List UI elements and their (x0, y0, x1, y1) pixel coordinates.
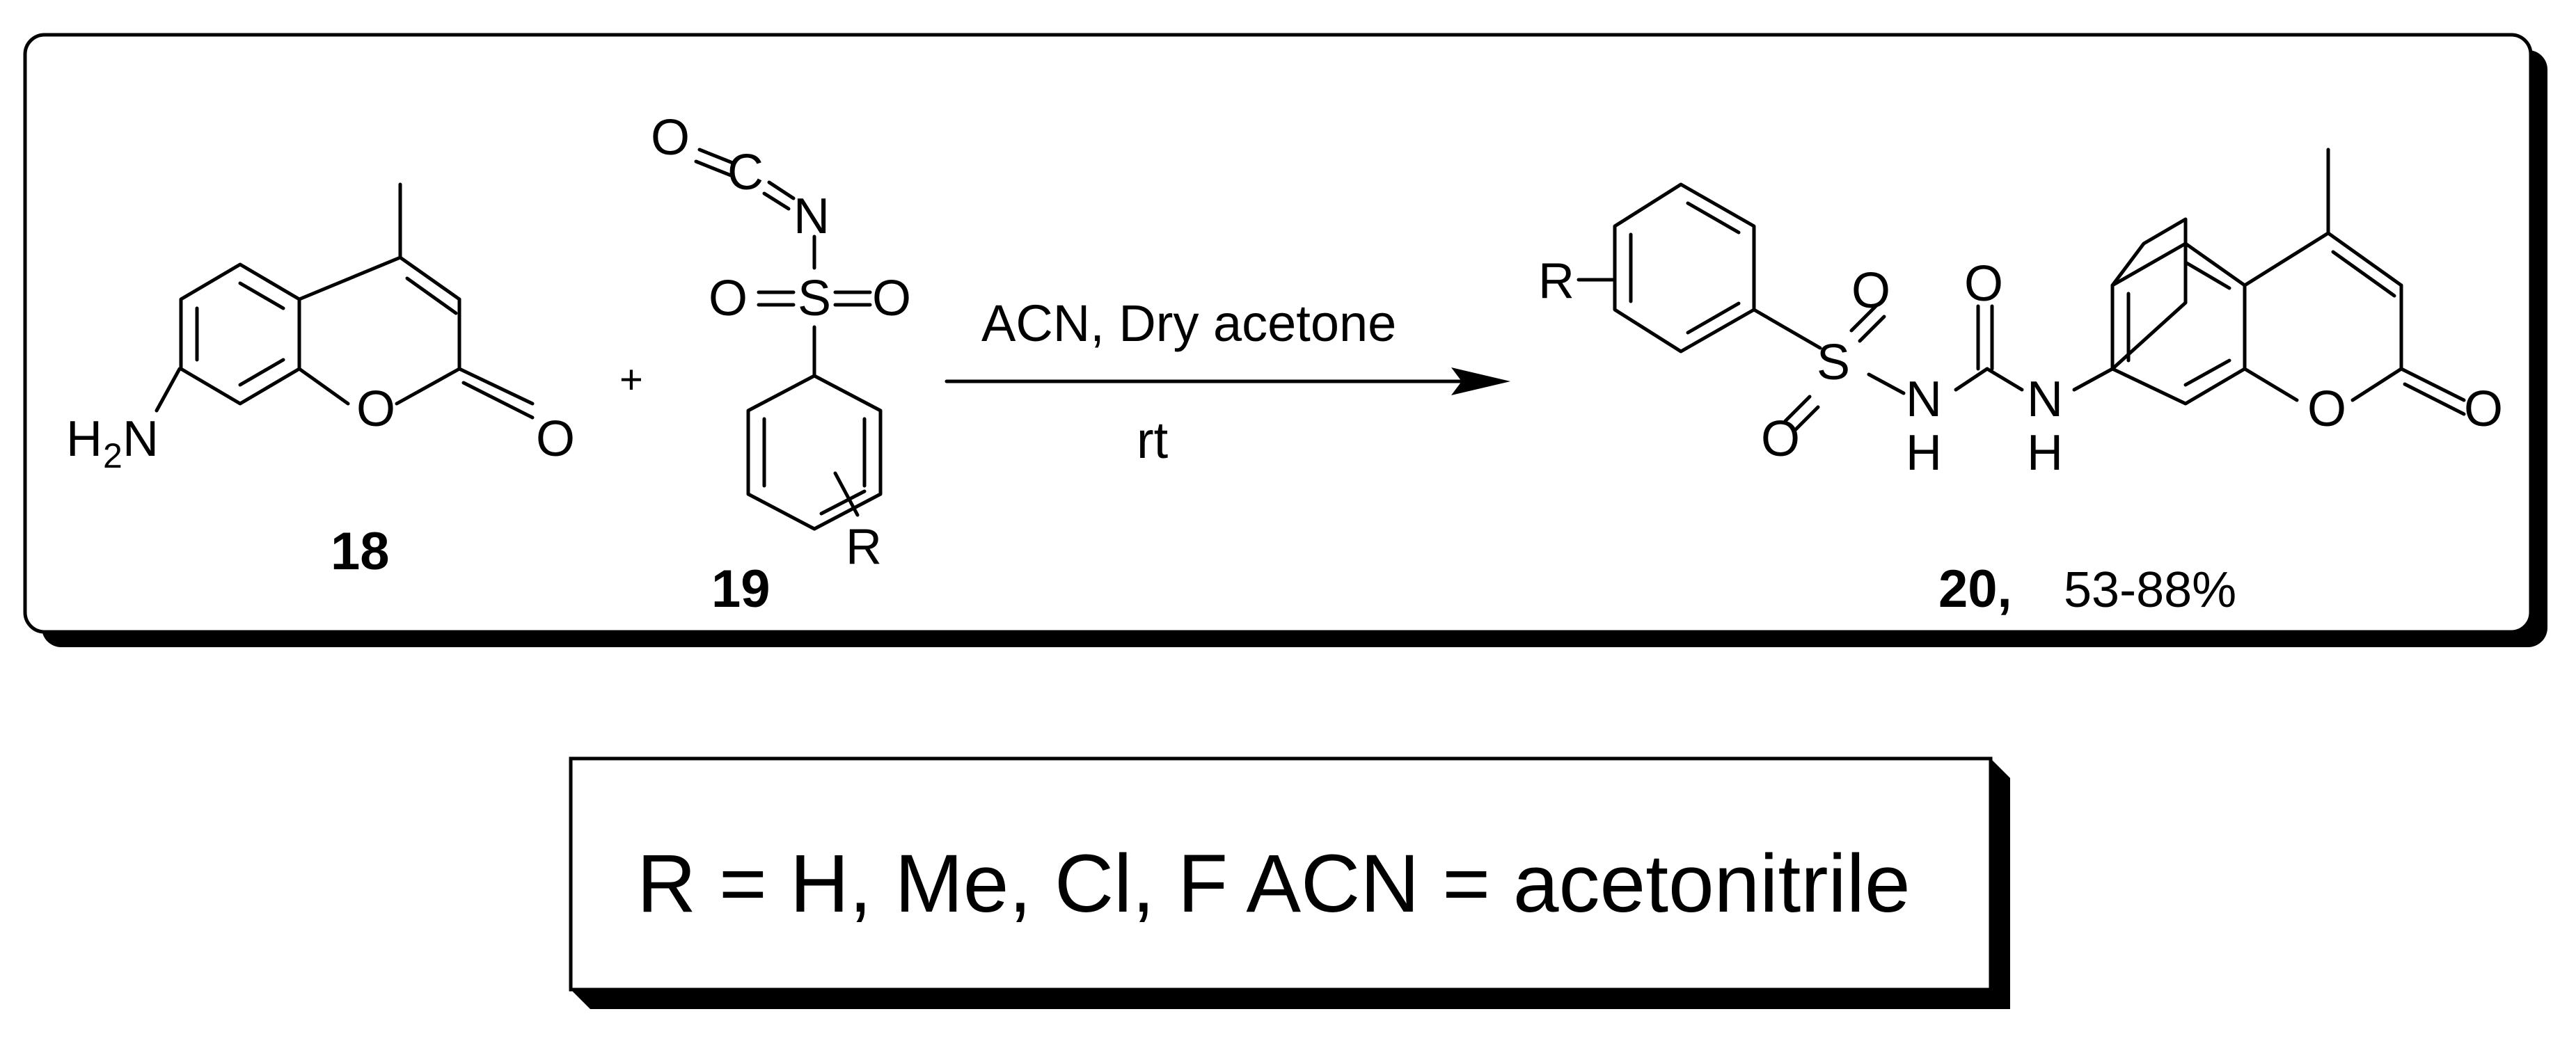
compound-19-structure (694, 148, 883, 531)
sulfonyl-o-left-label: O (709, 271, 748, 326)
sulfonyl-o-upper-label-20: O (1851, 263, 1890, 319)
r-group-label-19: R (846, 519, 882, 575)
sulfonyl-s-label-20: S (1817, 335, 1850, 390)
compound-18-label: 18 (331, 522, 390, 581)
urea-o-label: O (1964, 256, 2003, 312)
isocyanate-c-label: C (727, 145, 764, 200)
reaction-conditions-above: ACN, Dry acetone (981, 294, 1396, 352)
compound-20-label: 20, (1938, 560, 2012, 619)
isocyanate-n-label: N (793, 189, 830, 244)
sulfonyl-o-right-label: O (872, 271, 911, 326)
sulfonamide-n-label: N (1906, 372, 1942, 427)
reaction-conditions-below: rt (1137, 411, 1169, 469)
sulfonamide-h-label: H (1906, 425, 1942, 481)
sulfonyl-s-label-19: S (798, 271, 831, 326)
r-group-label-20: R (1538, 253, 1574, 309)
amine-h-label: H (66, 411, 102, 467)
compound-20-structure (1577, 148, 2466, 434)
isocyanate-o-label: O (651, 110, 690, 166)
coumarin-ring-o-label-20: O (2307, 381, 2346, 437)
carbonyl-o-label-20: O (2464, 381, 2503, 437)
aryl-nh-n-label: N (2027, 372, 2063, 427)
compound-18-structure (155, 182, 535, 420)
aryl-nh-h-label: H (2027, 425, 2063, 481)
amine-n-label: N (123, 411, 159, 467)
coumarin-ring-o-label: O (356, 381, 395, 437)
legend-box (569, 756, 2010, 1009)
carbonyl-o-label-18: O (536, 411, 575, 467)
plus-sign: + (619, 357, 643, 402)
scheme-frame (23, 33, 2547, 647)
legend-text: R = H, Me, Cl, F ACN = acetonitrile (637, 838, 1911, 930)
compound-19-label: 19 (711, 560, 771, 619)
amine-subscript-label: 2 (103, 436, 123, 475)
compound-20-yield: 53-88% (2064, 562, 2236, 618)
reaction-arrow (945, 367, 1510, 395)
sulfonyl-o-lower-label-20: O (1761, 411, 1800, 467)
